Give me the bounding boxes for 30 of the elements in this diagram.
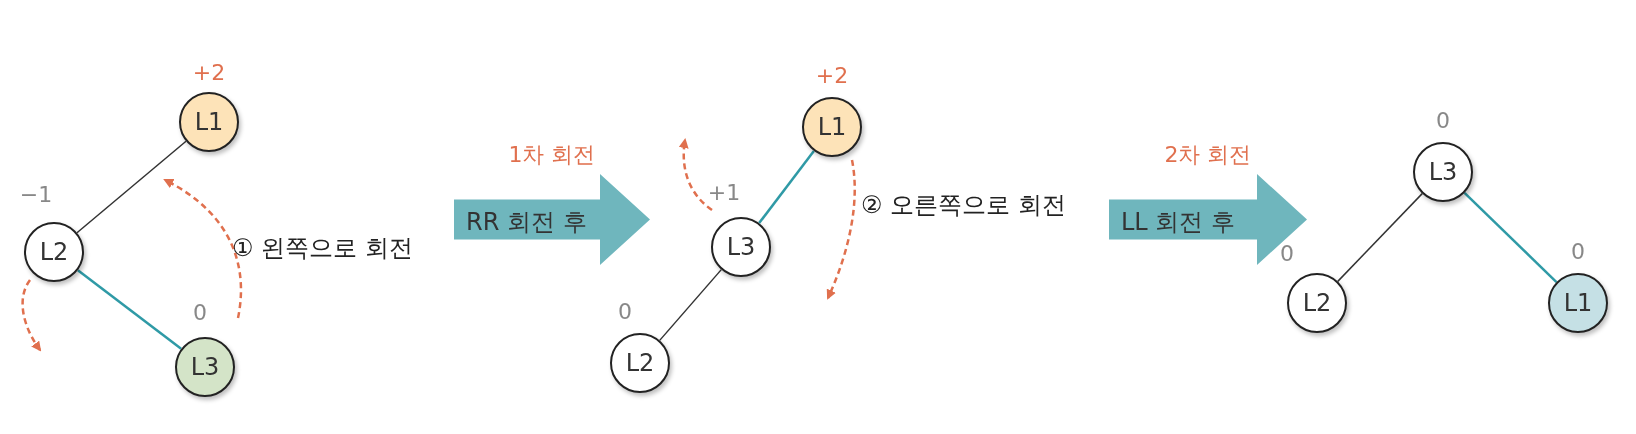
tree-node: L3 (711, 217, 771, 277)
balance-factor: 0 (618, 298, 632, 324)
arrow-heading: 2차 회전 (1164, 141, 1252, 169)
tree-edge (758, 150, 815, 224)
tree-node: L2 (610, 333, 670, 393)
tree-edge (77, 269, 182, 350)
tree-node: L1 (179, 92, 239, 152)
balance-factor: +2 (192, 59, 226, 85)
arrow-label: LL 회전 후 (1121, 206, 1235, 238)
balance-factor: +2 (815, 62, 849, 88)
balance-factor: 0 (1571, 238, 1585, 264)
arrow-label: RR 회전 후 (466, 206, 587, 238)
tree-node: L3 (1413, 142, 1473, 202)
balance-factor: +1 (707, 179, 741, 205)
tree-node: L1 (802, 97, 862, 157)
balance-factor: 0 (1436, 107, 1450, 133)
tree-edge (1463, 192, 1558, 283)
balance-factor: −1 (19, 181, 53, 207)
balance-factor: 0 (1280, 240, 1294, 266)
rotation-note: ② 오른쪽으로 회전 (861, 190, 1066, 221)
arrow-heading: 1차 회전 (508, 141, 596, 169)
rotation-note: ① 왼쪽으로 회전 (232, 233, 413, 264)
tree-node: L2 (24, 222, 84, 282)
tree-edge (76, 140, 187, 234)
tree-edge (658, 268, 723, 342)
tree-edge (1337, 192, 1423, 283)
tree-node: L3 (175, 337, 235, 397)
tree-node: L1 (1548, 273, 1608, 333)
tree-node: L2 (1287, 273, 1347, 333)
balance-factor: 0 (193, 299, 207, 325)
